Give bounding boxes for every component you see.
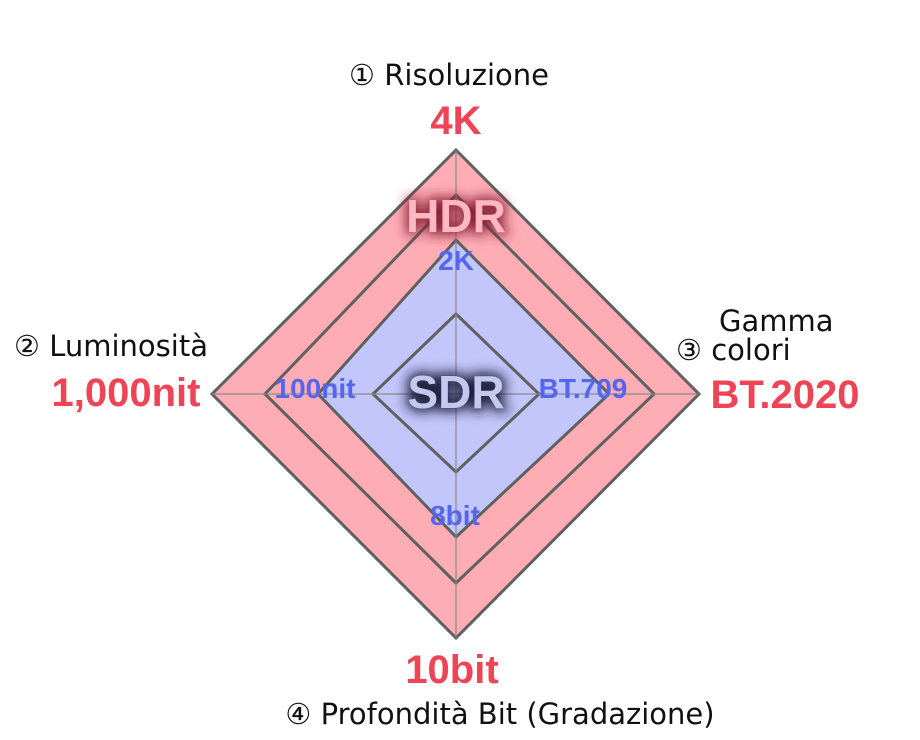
hdr-value-left: 1,000nit	[52, 371, 201, 415]
sdr-badge-text: SDR	[407, 366, 504, 418]
sdr-value-top: 2K	[438, 245, 474, 276]
axis-label-left: ② Luminosità	[14, 329, 208, 363]
axis-label-right-line1: Gamma	[719, 304, 834, 338]
sdr-value-bottom: 8bit	[430, 500, 480, 531]
axis-label-right-line2: ③ colori	[676, 333, 791, 367]
hdr-badge-text: HDR	[406, 190, 506, 242]
hdr-badge: HDR HDR	[403, 187, 509, 245]
svg-text:SDR: SDR	[407, 366, 504, 418]
sdr-value-right: BT.709	[539, 373, 628, 404]
sdr-badge: SDR SDR	[404, 363, 508, 422]
svg-text:HDR: HDR	[406, 190, 506, 242]
axis-label-top: ① Risoluzione	[349, 58, 549, 92]
hdr-value-right: BT.2020	[711, 373, 860, 417]
hdr-value-top: 4K	[430, 99, 481, 143]
hdr-value-bottom: 10bit	[405, 648, 498, 692]
sdr-value-left: 100nit	[275, 373, 356, 404]
axis-label-bottom: ④ Profondità Bit (Gradazione)	[285, 697, 714, 731]
